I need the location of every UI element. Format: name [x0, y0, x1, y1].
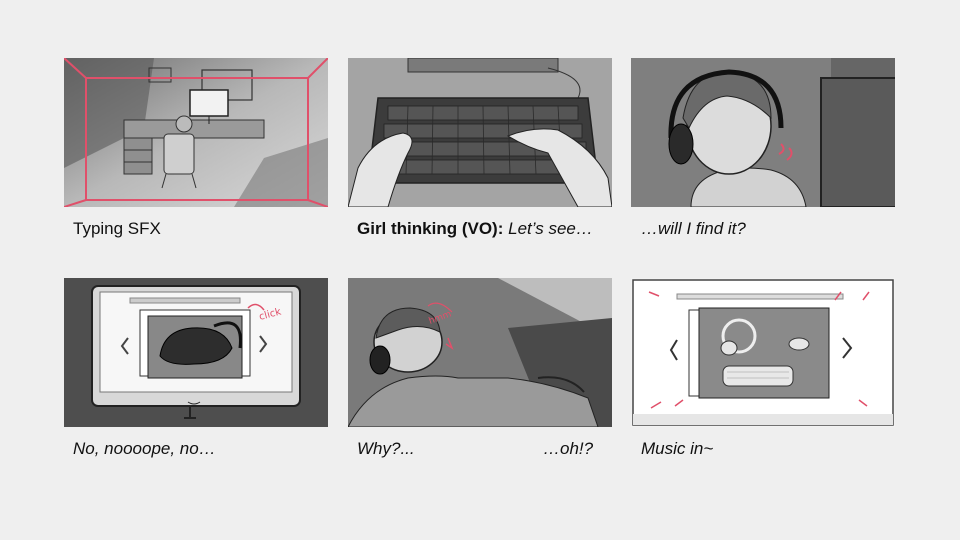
panel-5-sketch: hmm [348, 278, 612, 427]
storyboard-panel-3 [631, 58, 895, 207]
panel-1-sketch [64, 58, 328, 207]
caption-3: …will I find it? [641, 218, 905, 240]
caption-3-text: …will I find it? [641, 219, 746, 238]
storyboard-panel-5: hmm [348, 278, 612, 427]
panel-3-sketch [631, 58, 895, 207]
storyboard-panel-6 [631, 278, 895, 427]
caption-4-text: No, noooope, no… [73, 439, 216, 458]
caption-4: No, noooope, no… [73, 438, 337, 460]
panel-4-sketch: click [64, 278, 328, 427]
caption-2: Girl thinking (VO): Let’s see… [357, 218, 621, 240]
storyboard-panel-1 [64, 58, 328, 207]
storyboard-panel-2 [348, 58, 612, 207]
caption-5-left: Why?... [357, 439, 415, 458]
caption-2-line: Let’s see… [508, 219, 593, 238]
caption-1-text: Typing SFX [73, 219, 161, 238]
panel-6-sketch [631, 278, 895, 427]
caption-5-right: …oh!? [543, 439, 594, 458]
caption-6: Music in~ [641, 438, 905, 460]
caption-5: Why?... …oh!? [357, 438, 621, 460]
caption-6-text: Music in~ [641, 439, 714, 458]
caption-1: Typing SFX [73, 218, 337, 240]
panel-2-sketch [348, 58, 612, 207]
storyboard-panel-4: click [64, 278, 328, 427]
caption-2-speaker: Girl thinking (VO): [357, 219, 504, 238]
